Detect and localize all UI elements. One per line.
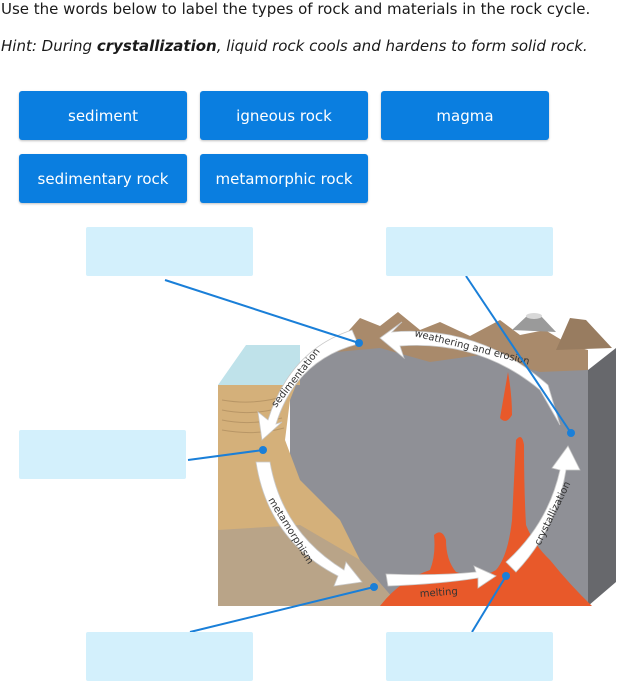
process-arrows [255, 321, 581, 589]
hint-prefix: Hint: During [1, 37, 97, 55]
hint-term: crystallization [96, 37, 217, 55]
leader-dot [502, 572, 510, 580]
leader-lines [164, 275, 572, 633]
magma-dike [500, 372, 512, 421]
instruction-text: Use the words below to label the types o… [1, 0, 591, 18]
word-tile-sediment[interactable]: sediment [19, 91, 187, 140]
drop-target-middle-left[interactable] [19, 430, 186, 479]
word-tile-magma[interactable]: magma [381, 91, 549, 140]
weathering-arrow [379, 321, 561, 426]
label-melting: melting [419, 586, 458, 600]
leader-line-bottom-right [471, 575, 507, 633]
crystallization-arrow [505, 445, 581, 573]
word-tile-sedimentary-rock[interactable]: sedimentary rock [19, 154, 187, 203]
leader-line-bottom-left [189, 586, 375, 633]
hint-suffix: , liquid rock cools and hardens to form … [216, 37, 588, 55]
leader-dot [370, 583, 378, 591]
drop-target-bottom-right[interactable] [386, 632, 553, 681]
leader-dots [259, 339, 575, 591]
hint-text: Hint: During crystallization, liquid roc… [1, 37, 638, 55]
block-side-face [588, 348, 616, 606]
drop-target-top-right[interactable] [386, 227, 553, 276]
drop-target-top-left[interactable] [86, 227, 253, 276]
melting-arrow [385, 565, 497, 589]
leader-dot [259, 446, 267, 454]
leader-dot [355, 339, 363, 347]
volcano-cone [512, 315, 556, 332]
magma-chamber [380, 436, 592, 606]
water-surface [218, 345, 300, 385]
leader-dot [567, 429, 575, 437]
sedimentation-arrow [257, 329, 359, 441]
word-tile-metamorphic-rock[interactable]: metamorphic rock [200, 154, 368, 203]
leader-line-top-left [164, 279, 360, 344]
leader-line-top-right [465, 275, 572, 434]
drop-target-bottom-left[interactable] [86, 632, 253, 681]
volcano-crater [526, 313, 542, 319]
word-tile-igneous-rock[interactable]: igneous rock [200, 91, 368, 140]
metamorphic-ground [218, 525, 400, 606]
leader-line-middle-left [187, 449, 264, 461]
metamorphism-arrow [255, 461, 363, 587]
mountain-peak-right [556, 318, 612, 350]
